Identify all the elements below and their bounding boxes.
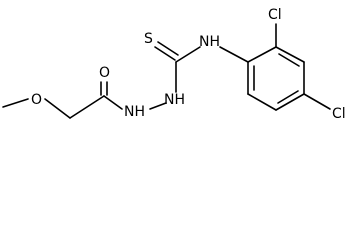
atom-chlorine-ortho: Cl <box>268 7 282 23</box>
bond-thiocarbon-nh-aryl <box>175 46 201 63</box>
atom-carbonyl-oxygen: O <box>99 65 110 81</box>
bond-thione-double-a <box>154 46 176 61</box>
atom-hydrazide-nh-upper: NH <box>164 92 185 108</box>
bond-methyl-ether-o <box>2 98 29 108</box>
atom-thione-sulfur: S <box>144 31 153 47</box>
bond-ring-cl-para <box>303 93 331 110</box>
atom-hydrazide-nh-lower: NH <box>124 104 145 120</box>
ring-inner-double-1 <box>278 53 300 67</box>
atom-chlorine-para: Cl <box>332 106 346 122</box>
bond-ether-o-ch2 <box>44 98 71 119</box>
bond-nh-nh <box>149 102 167 110</box>
bond-thione-double-b <box>157 41 179 56</box>
bond-nh-ring <box>219 46 249 63</box>
atom-amine-nh-aryl: NH <box>199 34 220 50</box>
bond-ch2-carbonyl <box>69 95 105 119</box>
bond-carbonyl-nh <box>103 95 123 110</box>
ring-inner-double-2 <box>277 90 299 104</box>
ring-bond-5 <box>247 93 277 111</box>
atom-ether-oxygen: O <box>31 92 42 108</box>
structure-canvas: O O NH NH S NH Cl Cl <box>2 7 346 122</box>
molecule-diagram: O O NH NH S NH Cl Cl <box>2 7 346 122</box>
ring-bond-4 <box>275 93 305 111</box>
ring-bond-1 <box>247 46 277 63</box>
ring-bond-2 <box>275 46 305 63</box>
